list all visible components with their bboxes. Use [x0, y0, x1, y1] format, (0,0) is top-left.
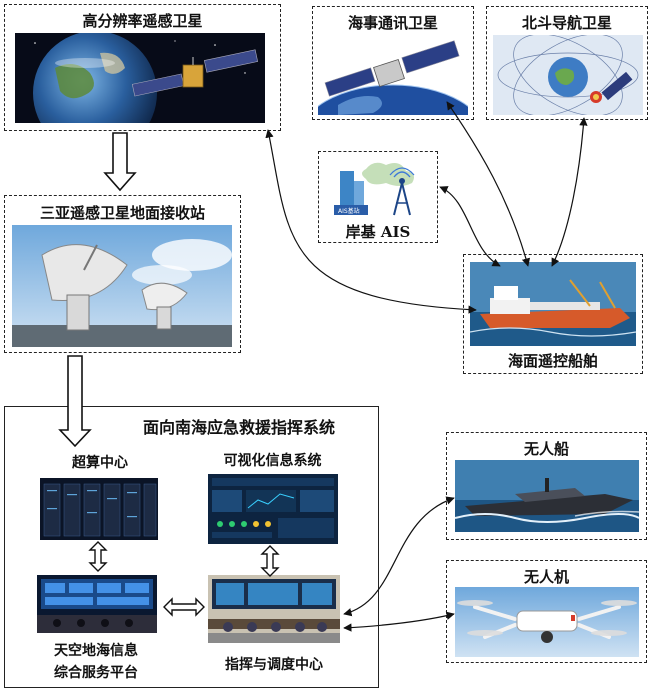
hollow-arrow-super-platform	[88, 541, 108, 572]
link-maritime-ship	[446, 101, 531, 267]
supercomputing-label: 超算中心	[72, 455, 128, 471]
maritime-satellite-label: 海事通讯卫星	[347, 14, 438, 32]
sanya-station-label: 三亚遥感卫星地面接收站	[39, 204, 205, 222]
command-center-label: 指挥与调度中心	[225, 657, 323, 673]
hires-satellite-label: 高分辨率遥感卫星	[82, 12, 203, 30]
unmanned-boat-image	[455, 460, 639, 532]
link-ais-ship	[439, 186, 501, 267]
drone-label: 无人机	[523, 568, 569, 586]
sanya-station-image	[12, 225, 232, 347]
integrated-platform-label-line2: 综合服务平台	[54, 665, 138, 681]
supercomputing-image	[40, 478, 158, 540]
link-satellite-ship	[265, 129, 477, 314]
drone-image	[455, 587, 639, 657]
unmanned-boat-label: 无人船	[523, 440, 569, 458]
integrated-platform-label-line1: 天空地海信息	[54, 643, 138, 659]
visualization-image	[208, 474, 338, 544]
hollow-arrow-station-to-system	[58, 355, 92, 448]
remote-ship-label: 海面遥控船舶	[507, 352, 598, 370]
remote-ship-image	[470, 262, 636, 346]
rescue-system-title: 面向南海应急救援指挥系统	[142, 418, 335, 437]
link-beidou-ship	[551, 117, 588, 267]
command-center-image	[208, 575, 340, 643]
hollow-arrow-satellite-to-station	[103, 132, 137, 192]
beidou-satellite-label: 北斗导航卫星	[521, 14, 612, 32]
link-command-boat	[343, 496, 455, 617]
link-command-drone	[343, 611, 455, 632]
integrated-platform-image	[37, 575, 157, 633]
visualization-label: 可视化信息系统	[223, 453, 322, 469]
hires-satellite-image	[15, 33, 265, 123]
hollow-arrow-platform-command	[163, 597, 205, 617]
hollow-arrow-visual-command	[260, 545, 280, 577]
maritime-satellite-image	[318, 35, 468, 115]
